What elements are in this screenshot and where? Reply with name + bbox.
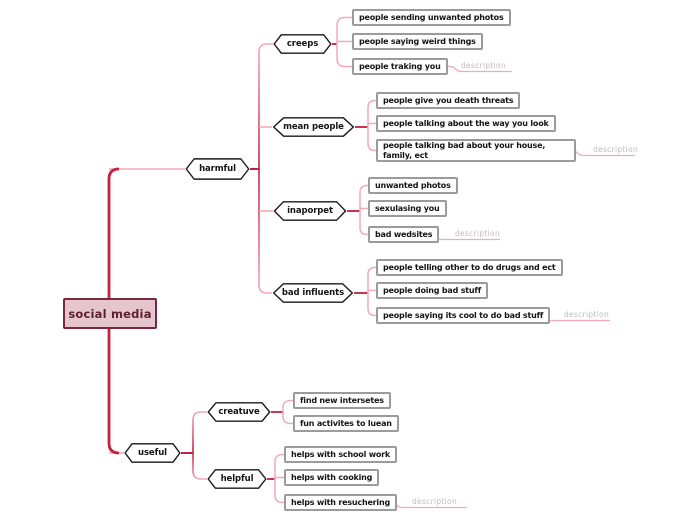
hexagon-shape-icon: [273, 201, 347, 221]
item-fun-activites-to-luean[interactable]: fun activites to luean: [293, 415, 399, 432]
description-link-saying-its-cool[interactable]: description: [564, 310, 610, 319]
topic-label: helpful: [220, 474, 254, 484]
hexagon-shape-icon: [185, 158, 250, 180]
hexagon-shape-icon: [272, 283, 354, 303]
item-find-new-intersetes[interactable]: find new intersetes: [293, 392, 391, 409]
subtopic-inaporpet[interactable]: inaporpet: [273, 201, 347, 221]
topic-harmful[interactable]: harmful: [185, 158, 250, 180]
description-link-people-traking-you[interactable]: description: [461, 61, 507, 70]
subtopic-creatuve[interactable]: creatuve: [207, 402, 271, 422]
hexagon-shape-icon: [272, 117, 355, 137]
hexagon-shape-icon: [207, 402, 271, 422]
subtopic-bad-influents[interactable]: bad influents: [272, 283, 354, 303]
item-people-doing-bad-stuff[interactable]: people doing bad stuff: [376, 282, 488, 299]
topic-label: creatuve: [218, 407, 260, 417]
topic-label: creeps: [286, 39, 319, 49]
topic-label: mean people: [283, 122, 344, 132]
topic-label: useful: [138, 448, 167, 458]
item-unwanted-photos[interactable]: unwanted photos: [368, 177, 458, 194]
item-talking-bad-about-house[interactable]: people talking bad about your house, fam…: [376, 139, 576, 162]
subtopic-mean-people[interactable]: mean people: [272, 117, 355, 137]
item-people-sending-unwanted-photos[interactable]: people sending unwanted photos: [352, 9, 511, 26]
item-telling-other-to-do-drugs[interactable]: people telling other to do drugs and ect: [376, 259, 563, 276]
item-sexulasing-you[interactable]: sexulasing you: [368, 200, 447, 217]
subtopic-helpful[interactable]: helpful: [207, 469, 267, 489]
description-link-helps-with-resuchering[interactable]: description: [412, 497, 458, 506]
item-helps-with-cooking[interactable]: helps with cooking: [284, 469, 380, 486]
item-talking-about-looks[interactable]: people talking about the way you look: [376, 115, 556, 132]
root-topic-social-media[interactable]: social media: [63, 298, 157, 329]
item-people-traking-you[interactable]: people traking you: [352, 58, 448, 75]
hexagon-shape-icon: [273, 34, 332, 54]
subtopic-creeps[interactable]: creeps: [273, 34, 332, 54]
hexagon-shape-icon: [207, 469, 267, 489]
item-death-threats[interactable]: people give you death threats: [376, 92, 521, 109]
item-saying-its-cool-to-do-bad-stuff[interactable]: people saying its cool to do bad stuff: [376, 307, 551, 324]
item-people-saying-weird-things[interactable]: people saying weird things: [352, 33, 483, 50]
item-helps-with-school-work[interactable]: helps with school work: [284, 446, 398, 463]
topic-label: inaporpet: [287, 206, 333, 216]
hexagon-shape-icon: [124, 443, 181, 463]
description-link-talking-bad-about-house[interactable]: description: [593, 145, 639, 154]
item-bad-wedsites[interactable]: bad wedsites: [368, 226, 440, 243]
description-link-bad-wedsites[interactable]: description: [455, 229, 501, 238]
topic-label: harmful: [199, 164, 236, 174]
item-helps-with-resuchering[interactable]: helps with resuchering: [284, 494, 397, 511]
topic-useful[interactable]: useful: [124, 443, 181, 463]
topic-label: bad influents: [281, 288, 345, 298]
